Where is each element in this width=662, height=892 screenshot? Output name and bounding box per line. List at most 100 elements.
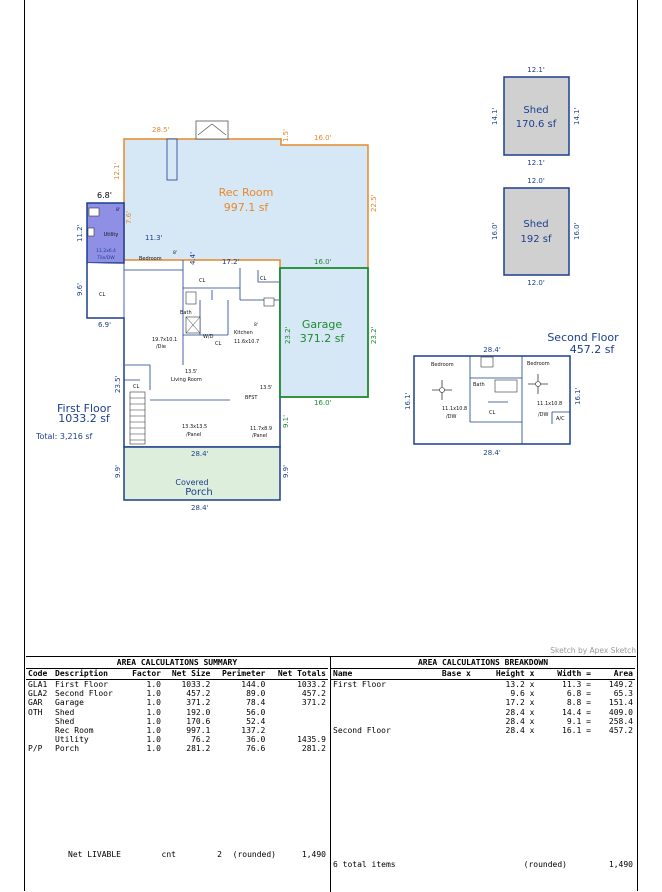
dim-9-9-left: 9.9' [114, 465, 122, 478]
eight-3: 8' [254, 322, 258, 328]
dim-16-0-bottom: 16.0' [314, 399, 332, 407]
chimney [195, 120, 229, 140]
living-dim: 13.5' [185, 369, 198, 375]
breakdown-cell-width: 16.1 = [562, 726, 591, 736]
summary-cell-net-size: 371.2 [186, 698, 211, 708]
rec-room-area-label: 997.1 sf [224, 201, 270, 214]
wd-label: W/D [203, 334, 214, 340]
dim-16-0-mid: 16.0' [314, 258, 332, 266]
summary-title: AREA CALCULATIONS SUMMARY [26, 657, 328, 669]
bath-label: Bath [180, 310, 192, 316]
summary-cell-code: OTH [28, 707, 43, 717]
total-area-label: Total: 3,216 sf [35, 432, 93, 441]
livable-value: 1,490 [301, 850, 326, 859]
summary-cell-net-size: 997.1 [186, 726, 211, 736]
rec-room-outline [123, 138, 369, 268]
floor-plan-sketch: Rec Room 997.1 sf Garage 371.2 sf Covere… [35, 66, 619, 512]
summary-cell-factor: 1.0 [146, 716, 161, 726]
summary-cell-perimeter: 56.0 [246, 707, 266, 717]
summary-cell-net-total [267, 717, 328, 726]
living-label: Living Room [171, 377, 202, 383]
shed-2-label: Shed [523, 219, 548, 230]
summary-cell-description: Shed [55, 707, 75, 717]
dim-28-4-porch-top: 28.4' [191, 450, 209, 458]
closet-label-3: CL [260, 276, 266, 282]
shed-2-bottom-dim: 12.0' [527, 279, 545, 287]
breakdown-cell-area: 409.0 [608, 707, 633, 717]
breakdown-cell-area: 149.2 [608, 680, 633, 689]
breakdown-cell-area: 258.4 [608, 716, 633, 726]
total-rounded: (rounded) [523, 860, 567, 869]
shed-1-right-dim: 14.1' [573, 107, 581, 125]
dim-11-3: 11.3' [145, 234, 163, 242]
breakdown-cell-base [424, 708, 473, 717]
breakdown-cell-name: Second Floor [333, 726, 391, 736]
porch-label-1: Covered [175, 478, 208, 487]
area-summary-table: AREA CALCULATIONS SUMMARY Code Descripti… [26, 657, 328, 892]
breakdown-cell-area: 65.3 [613, 689, 633, 699]
den-note: /Die [156, 344, 166, 350]
summary-cell-code [26, 717, 53, 726]
summary-cell-code: GAR [28, 698, 43, 708]
summary-cell-factor: 1.0 [146, 744, 161, 754]
second-floor-top-dim: 28.4' [483, 346, 501, 354]
summary-cell-perimeter: 89.0 [246, 689, 266, 699]
panel-2-dim: 11.7x8.9 [250, 426, 272, 432]
dim-9-6: 9.6' [76, 283, 84, 296]
summary-cell-net-total: 1435.9 [297, 735, 326, 745]
breakdown-header-width: Width = [536, 669, 593, 680]
summary-cell-net-total [267, 708, 328, 717]
shed-1 [503, 76, 570, 156]
summary-cell-net-size: 170.6 [186, 716, 211, 726]
summary-cell-factor: 1.0 [146, 689, 161, 699]
breakdown-cell-base [424, 698, 473, 707]
dim-22-5: 22.5' [370, 194, 378, 212]
summary-cell-perimeter: 137.2 [241, 726, 266, 736]
breakdown-cell-name [331, 708, 424, 717]
breakdown-header-area: Area [592, 669, 635, 680]
garage-area [279, 267, 369, 398]
first-floor-label: First Floor [57, 402, 111, 415]
net-livable-row: Net LIVABLE cnt 2 (rounded) 1,490 [26, 850, 328, 859]
second-bedroom-1-dim: 11.1x10.8 [442, 406, 467, 412]
dim-16-0-top: 16.0' [314, 134, 332, 142]
breakdown-cell-height: 17.2 x [505, 698, 535, 708]
shed-2-right-dim: 16.0' [573, 222, 581, 240]
kitchen-dim: 11.6x10.7 [234, 339, 259, 345]
closet-label-2: CL [199, 278, 205, 284]
summary-cell-description: Porch [55, 744, 80, 754]
breakdown-cell-base [424, 717, 473, 726]
garage-area-label: 371.2 sf [300, 332, 346, 345]
closet-label-1: CL [99, 292, 105, 298]
shed-2-area: 192 sf [521, 234, 552, 245]
dim-1-5: 1.5' [282, 129, 290, 142]
shed-2-left-dim: 16.0' [491, 222, 499, 240]
second-bedroom-1-label: Bedroom [431, 362, 454, 368]
livable-rounded: (rounded) [232, 850, 276, 859]
summary-cell-net-total: 281.2 [301, 744, 326, 754]
second-bedroom-1-note: /DW [446, 414, 457, 420]
second-closet-label: CL [489, 410, 495, 416]
utility-label: Utility [104, 232, 119, 238]
summary-cell-factor: 1.0 [146, 680, 161, 689]
breakdown-cell-name [331, 689, 424, 698]
breakdown-cell-name [331, 698, 424, 707]
summary-cell-factor: 1.0 [146, 707, 161, 717]
summary-header-net-totals: Net Totals [267, 669, 328, 680]
breakdown-cell-name [331, 717, 424, 726]
summary-cell-code: P/P [28, 744, 43, 754]
summary-header-perimeter: Perimeter [212, 669, 268, 680]
breakdown-cell-area: 457.2 [608, 726, 633, 736]
summary-cell-net-size: 457.2 [186, 689, 211, 699]
eight-2: 8' [173, 250, 177, 256]
second-floor-left-dim: 16.1' [404, 392, 412, 410]
livable-count: 2 [217, 850, 222, 859]
dim-23-2-right: 23.2' [370, 326, 378, 344]
summary-cell-net-total [267, 726, 328, 735]
breakdown-header-base: Base x [423, 669, 473, 680]
